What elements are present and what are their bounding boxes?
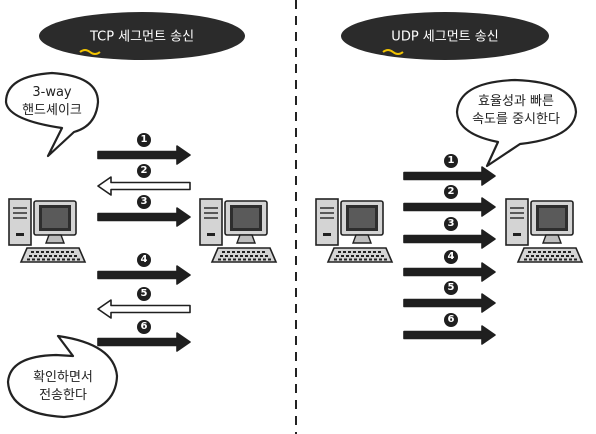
udp-arrow-5 (403, 293, 496, 313)
tcp-arrow-1 (97, 145, 191, 165)
udp-step-badge-3 (444, 217, 458, 231)
udp-arrows (403, 154, 496, 345)
udp-title-pill (341, 12, 549, 60)
confirm-bubble-text: 확인하면서 전송한다 (33, 369, 93, 405)
udp-step-badge-5 (444, 281, 458, 295)
efficiency-bubble (455, 78, 578, 168)
tcp-step-number-5: 5 (140, 288, 148, 299)
tcp-arrow-2 (97, 176, 191, 196)
udp-step-badge-1 (444, 154, 458, 168)
tcp-receiver-computer (199, 198, 277, 263)
confirm-line-2: 전송한다 (39, 388, 87, 403)
tcp-arrow-5 (97, 299, 191, 319)
tcp-title-underline (79, 49, 101, 55)
udp-step-number-3: 3 (447, 218, 455, 229)
tcp-title: TCP 세그먼트 송신 (89, 29, 195, 45)
udp-step-badge-6 (444, 313, 458, 327)
udp-arrow-1 (403, 166, 496, 186)
tcp-arrow-3 (97, 207, 191, 227)
udp-arrow-4 (403, 262, 496, 282)
udp-arrow-3 (403, 229, 496, 249)
tcp-sender-computer (8, 198, 86, 263)
handshake-bubble-text: 3-way 핸드셰이크 (22, 84, 82, 120)
handshake-line-1: 3-way (32, 85, 72, 100)
tcp-step-badge-1 (137, 133, 151, 147)
tcp-step-badge-6 (137, 320, 151, 334)
handshake-line-2: 핸드셰이크 (22, 103, 82, 118)
tcp-step-badge-2 (137, 164, 151, 178)
udp-step-badge-4 (444, 250, 458, 264)
udp-step-number-6: 6 (447, 314, 455, 325)
tcp-step-number-4: 4 (140, 254, 148, 265)
efficiency-line-1: 효율성과 빠른 (478, 94, 554, 109)
handshake-bubble (4, 71, 100, 158)
udp-arrow-6 (403, 325, 496, 345)
udp-title-underline (382, 49, 404, 55)
tcp-title-pill (39, 12, 245, 60)
udp-sender-computer (315, 198, 393, 263)
tcp-step-badge-3 (137, 195, 151, 209)
confirm-bubble (6, 334, 119, 419)
tcp-arrow-6 (97, 332, 191, 352)
udp-step-number-1: 1 (447, 155, 455, 166)
tcp-arrows (97, 133, 191, 352)
tcp-step-number-1: 1 (140, 134, 148, 145)
tcp-step-number-2: 2 (140, 165, 148, 176)
tcp-step-number-3: 3 (140, 196, 148, 207)
udp-step-number-5: 5 (447, 282, 455, 293)
udp-step-number-4: 4 (447, 251, 455, 262)
tcp-step-badge-4 (137, 253, 151, 267)
tcp-step-number-6: 6 (140, 321, 148, 332)
udp-receiver-computer (505, 198, 583, 263)
udp-title: UDP 세그먼트 송신 (391, 29, 499, 45)
udp-step-number-2: 2 (447, 186, 455, 197)
efficiency-bubble-text: 효율성과 빠른 속도를 중시한다 (472, 93, 560, 129)
efficiency-line-2: 속도를 중시한다 (472, 112, 560, 127)
tcp-step-badge-5 (137, 287, 151, 301)
confirm-line-1: 확인하면서 (33, 370, 93, 385)
udp-arrow-2 (403, 197, 496, 217)
udp-step-badge-2 (444, 185, 458, 199)
tcp-arrow-4 (97, 265, 191, 285)
